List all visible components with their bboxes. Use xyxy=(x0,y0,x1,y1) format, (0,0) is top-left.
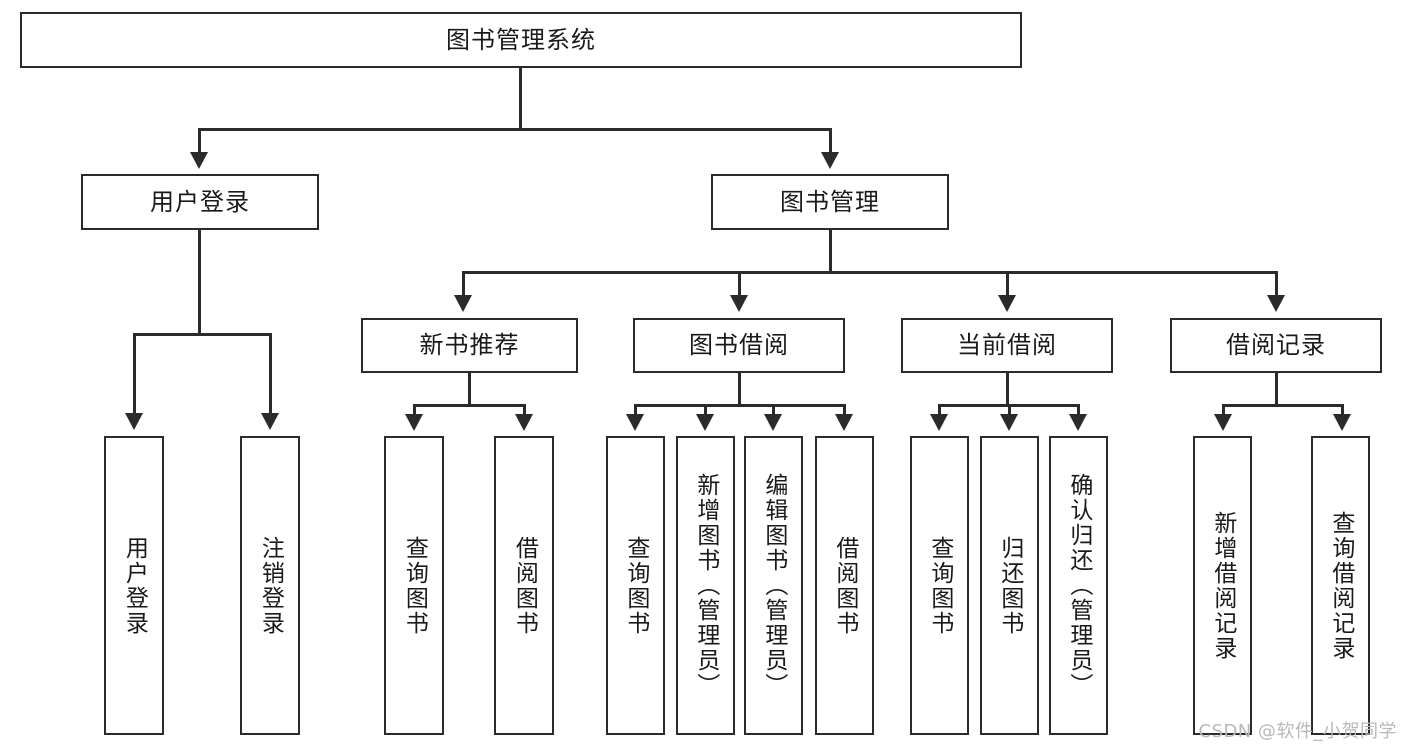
connector-cb-drop-1 xyxy=(938,404,941,418)
connector-bb-drop-1 xyxy=(634,404,637,418)
connector-bb-drop-4 xyxy=(843,404,846,418)
leaf-edit-book[interactable]: 编辑图书（管理员） xyxy=(744,436,803,735)
connector-user-login-bus xyxy=(133,333,271,336)
leaf-add-record[interactable]: 新增借阅记录 xyxy=(1193,436,1252,735)
connector-br-drop-1 xyxy=(1222,404,1225,418)
node-label: 编辑图书（管理员） xyxy=(760,473,787,698)
node-label: 图书管理系统 xyxy=(446,25,596,54)
arrow-to-leaf-query-record xyxy=(1333,414,1351,431)
node-label: 借阅图书 xyxy=(511,535,538,636)
connector-book-management-bus xyxy=(462,271,1278,274)
connector-bm-drop-1 xyxy=(462,271,465,299)
node-label: 新增借阅记录 xyxy=(1209,510,1236,661)
node-book-borrow[interactable]: 图书借阅 xyxy=(633,318,845,373)
arrow-to-leaf-borrow-book-2 xyxy=(835,414,853,431)
leaf-query-book-1[interactable]: 查询图书 xyxy=(384,436,444,735)
node-label: 查询图书 xyxy=(926,535,953,636)
node-root-system[interactable]: 图书管理系统 xyxy=(20,12,1022,68)
connector-nbr-bus xyxy=(413,404,526,407)
arrow-to-book-management xyxy=(821,152,839,169)
connector-nbr-stem xyxy=(468,373,471,407)
node-book-management[interactable]: 图书管理 xyxy=(711,174,949,230)
node-label: 借阅记录 xyxy=(1226,331,1326,360)
arrow-to-leaf-user-login xyxy=(125,413,143,430)
node-label: 查询借阅记录 xyxy=(1327,510,1354,661)
leaf-logout-login[interactable]: 注销登录 xyxy=(240,436,300,735)
connector-user-login-right-drop xyxy=(269,333,272,417)
connector-cb-drop-3 xyxy=(1077,404,1080,418)
connector-user-login-left-drop xyxy=(133,333,136,417)
leaf-query-book-2[interactable]: 查询图书 xyxy=(606,436,665,735)
arrow-to-leaf-add-record xyxy=(1214,414,1232,431)
node-label: 查询图书 xyxy=(622,535,649,636)
node-label: 新书推荐 xyxy=(419,331,520,360)
node-label: 用户登录 xyxy=(121,535,148,636)
connector-br-bus xyxy=(1222,404,1344,407)
node-label: 查询图书 xyxy=(401,535,428,636)
node-label: 用户登录 xyxy=(150,187,250,216)
connector-nbr-drop-2 xyxy=(523,404,526,418)
connector-bb-stem xyxy=(738,373,741,407)
arrow-to-leaf-borrow-book-1 xyxy=(515,414,533,431)
leaf-add-book[interactable]: 新增图书（管理员） xyxy=(676,436,735,735)
arrow-to-leaf-return-book xyxy=(1000,414,1018,431)
leaf-user-login[interactable]: 用户登录 xyxy=(104,436,164,735)
arrow-to-new-book-recommend xyxy=(454,295,472,312)
arrow-to-leaf-edit-book xyxy=(764,414,782,431)
connector-bm-drop-3 xyxy=(1006,271,1009,299)
arrow-to-leaf-confirm-return xyxy=(1069,414,1087,431)
arrow-to-book-borrow xyxy=(730,295,748,312)
node-current-borrow[interactable]: 当前借阅 xyxy=(901,318,1113,373)
connector-root-left-drop xyxy=(198,128,201,156)
arrow-to-leaf-query-book-3 xyxy=(930,414,948,431)
leaf-borrow-book-2[interactable]: 借阅图书 xyxy=(815,436,874,735)
arrow-to-leaf-query-book-2 xyxy=(626,414,644,431)
connector-bb-drop-2 xyxy=(704,404,707,418)
arrow-to-borrow-record xyxy=(1267,295,1285,312)
node-label: 图书管理 xyxy=(780,187,880,216)
leaf-borrow-book-1[interactable]: 借阅图书 xyxy=(494,436,554,735)
connector-bb-bus xyxy=(634,404,846,407)
connector-cb-stem xyxy=(1006,373,1009,407)
connector-cb-drop-2 xyxy=(1008,404,1011,418)
leaf-confirm-return[interactable]: 确认归还（管理员） xyxy=(1049,436,1108,735)
node-label: 注销登录 xyxy=(257,535,284,636)
connector-br-drop-2 xyxy=(1341,404,1344,418)
node-label: 借阅图书 xyxy=(831,535,858,636)
arrow-to-user-login xyxy=(190,152,208,169)
node-new-book-recommend[interactable]: 新书推荐 xyxy=(361,318,578,373)
node-label: 确认归还（管理员） xyxy=(1065,473,1092,698)
node-label: 归还图书 xyxy=(996,535,1023,636)
connector-bm-drop-4 xyxy=(1275,271,1278,299)
node-label: 当前借阅 xyxy=(957,331,1057,360)
leaf-query-record[interactable]: 查询借阅记录 xyxy=(1311,436,1370,735)
connector-root-stem xyxy=(519,68,522,130)
watermark-text: CSDN @软件_小贺同学 xyxy=(1198,721,1397,742)
leaf-query-book-3[interactable]: 查询图书 xyxy=(910,436,969,735)
arrow-to-leaf-add-book xyxy=(696,414,714,431)
node-label: 图书借阅 xyxy=(689,331,789,360)
node-user-login[interactable]: 用户登录 xyxy=(81,174,319,230)
connector-user-login-stem xyxy=(198,230,201,336)
arrow-to-current-borrow xyxy=(998,295,1016,312)
leaf-return-book[interactable]: 归还图书 xyxy=(980,436,1039,735)
connector-bb-drop-3 xyxy=(772,404,775,418)
connector-root-right-drop xyxy=(829,128,832,156)
connector-nbr-drop-1 xyxy=(413,404,416,418)
arrow-to-leaf-logout-login xyxy=(261,413,279,430)
arrow-to-leaf-query-book-1 xyxy=(405,414,423,431)
node-label: 新增图书（管理员） xyxy=(692,473,719,698)
node-borrow-record[interactable]: 借阅记录 xyxy=(1170,318,1382,373)
connector-bm-drop-2 xyxy=(738,271,741,299)
connector-root-bus xyxy=(198,128,832,131)
connector-br-stem xyxy=(1275,373,1278,407)
connector-book-management-stem xyxy=(829,230,832,274)
